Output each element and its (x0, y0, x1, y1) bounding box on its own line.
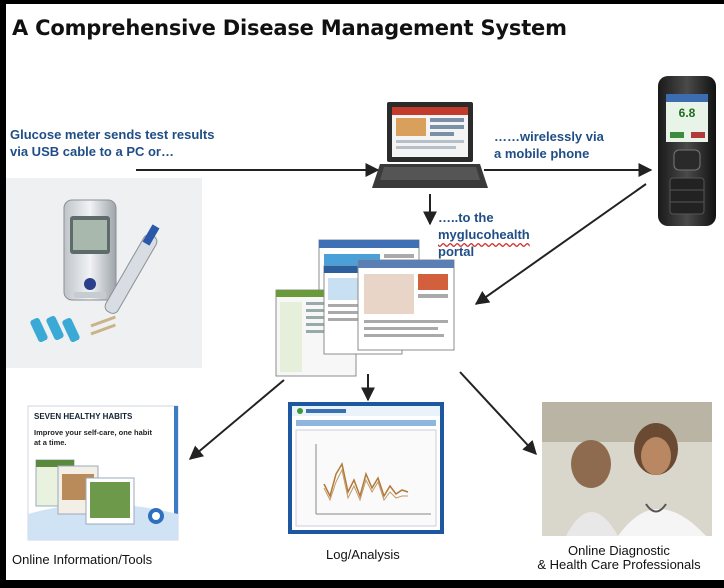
laptop-image (372, 102, 488, 188)
habits-subtext: Improve your self-care, one habit at a t… (34, 428, 152, 447)
health-professionals-image (542, 402, 712, 536)
phone-reading: 6.8 (678, 106, 696, 120)
glucose-meter-image (6, 178, 202, 368)
arrow-phone-to-portal (474, 183, 647, 305)
usb-label-line2: via USB cable to a PC or… (10, 144, 174, 159)
portal-label: …..to the myglucohealth portal (438, 209, 568, 260)
diagram-title: A Comprehensive Disease Management Syste… (12, 16, 567, 40)
portal-label-line2: myglucohealth (438, 227, 530, 242)
caption-diagnostic-line1: Online Diagnostic (568, 543, 670, 558)
portal-screens-image (275, 239, 455, 377)
portal-label-line1: …..to the (438, 210, 494, 225)
caption-diagnostic-line2: & Health Care Professionals (537, 557, 701, 572)
arrow-portal-to-diagnostic (459, 371, 537, 456)
habits-card-image (27, 405, 179, 541)
habits-heading: SEVEN HEALTHY HABITS (34, 412, 133, 421)
usb-label: Glucose meter sends test results via USB… (10, 126, 280, 160)
mobile-phone-image (658, 76, 716, 226)
diagram-graphics (6, 76, 716, 541)
portal-label-line3: portal (438, 244, 475, 259)
usb-label-line1: Glucose meter sends test results (10, 127, 215, 142)
log-analysis-image (288, 402, 444, 534)
diagram-slide: A Comprehensive Disease Management Syste… (6, 4, 724, 580)
caption-log-analysis: Log/Analysis (326, 547, 400, 562)
wireless-label-line2: a mobile phone (494, 146, 590, 161)
wireless-label-line1: ……wirelessly via (494, 129, 604, 144)
caption-diagnostic: Online Diagnostic & Health Care Professi… (514, 544, 724, 572)
wireless-label: ……wirelessly via a mobile phone (494, 128, 644, 162)
arrow-portal-to-info (188, 379, 285, 460)
caption-info-tools: Online Information/Tools (12, 552, 153, 567)
